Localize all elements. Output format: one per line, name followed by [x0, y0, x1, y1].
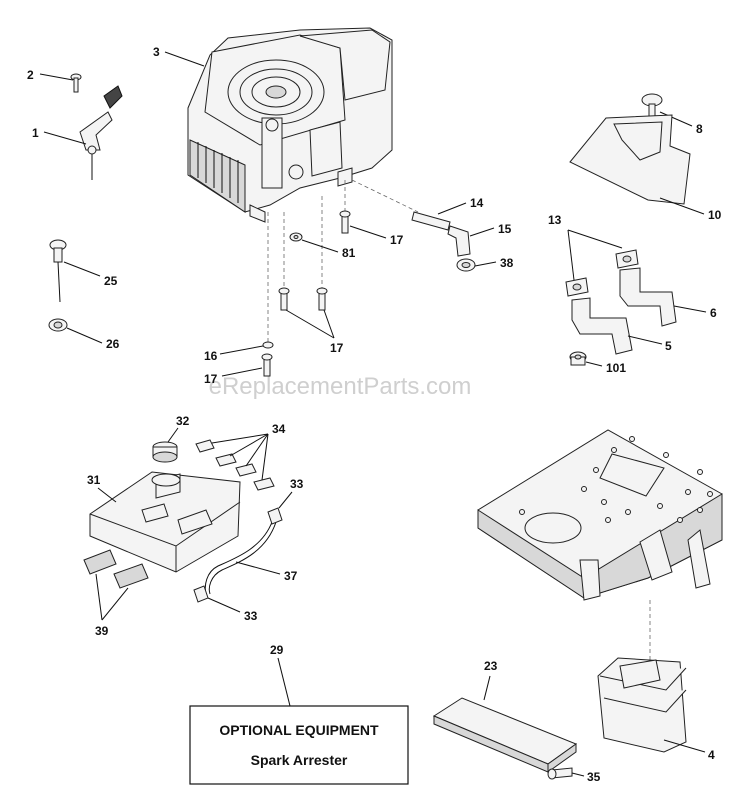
optional-equipment-box	[189, 705, 409, 785]
callout-32: 32	[176, 414, 190, 428]
callout-33-upper: 33	[290, 477, 304, 491]
callout-81: 81	[342, 246, 356, 260]
clamp-33-upper[interactable]	[267, 507, 283, 525]
air-cleaner-31-part[interactable]	[89, 471, 241, 573]
screw-35-part[interactable]	[547, 767, 573, 780]
callout-33-lower: 33	[244, 609, 258, 623]
callout-34: 34	[272, 422, 286, 436]
screw-8-part[interactable]	[641, 93, 663, 117]
callout-26: 26	[106, 337, 120, 351]
exhaust-pipe-5-part[interactable]	[571, 297, 633, 355]
callout-15: 15	[498, 222, 512, 236]
callout-5: 5	[665, 339, 672, 353]
callout-17-lower: 17	[204, 372, 218, 386]
callout-16: 16	[204, 349, 218, 363]
optional-equipment-title: OPTIONAL EQUIPMENT	[219, 722, 379, 738]
gasket-13-lower[interactable]	[565, 277, 589, 297]
callout-17-upper: 17	[390, 233, 404, 247]
bolt-17-lower[interactable]	[261, 353, 273, 377]
callout-3: 3	[153, 45, 160, 59]
spark-arrester-23-part[interactable]	[432, 697, 578, 773]
nut-101-part[interactable]	[569, 351, 587, 366]
callout-10: 10	[708, 208, 722, 222]
callout-37: 37	[284, 569, 298, 583]
clamp-33-lower[interactable]	[193, 585, 209, 603]
gasket-13-upper[interactable]	[615, 249, 639, 269]
elbow-15-part[interactable]	[447, 225, 471, 257]
engine-part[interactable]	[187, 27, 393, 223]
washer-16[interactable]	[262, 341, 274, 349]
callout-38: 38	[500, 256, 514, 270]
callout-35: 35	[587, 770, 601, 784]
callout-17-middle: 17	[330, 341, 344, 355]
callout-23: 23	[484, 659, 498, 673]
callout-29: 29	[270, 643, 284, 657]
watermark-text: eReplacementParts.com	[209, 373, 472, 400]
muffler-4-part[interactable]	[597, 657, 687, 753]
callout-4: 4	[708, 748, 715, 762]
engine-mounting-plate[interactable]	[477, 429, 723, 601]
heat-shield-10-part[interactable]	[569, 114, 691, 205]
throttle-control-part[interactable]	[79, 85, 123, 180]
screw-2[interactable]	[70, 73, 82, 93]
dipstick-part[interactable]	[49, 239, 67, 303]
callout-25: 25	[104, 274, 118, 288]
callout-31: 31	[87, 473, 101, 487]
bushing-26-part[interactable]	[48, 318, 68, 332]
filters-34-part[interactable]	[195, 439, 275, 491]
callout-8: 8	[696, 122, 703, 136]
nut-38-part[interactable]	[456, 258, 476, 272]
hose-37-part[interactable]	[204, 521, 277, 595]
knob-32-part[interactable]	[152, 441, 178, 463]
callout-13: 13	[548, 213, 562, 227]
callout-6: 6	[710, 306, 717, 320]
bolts-17-middle[interactable]	[278, 287, 328, 311]
callout-101: 101	[606, 361, 626, 375]
callout-14: 14	[470, 196, 484, 210]
optional-equipment-subtitle: Spark Arrester	[251, 752, 348, 768]
exhaust-pipe-6-part[interactable]	[619, 267, 677, 327]
foam-39-part[interactable]	[83, 549, 149, 589]
callout-39: 39	[95, 624, 109, 638]
callout-2: 2	[27, 68, 34, 82]
bolt-17-upper[interactable]	[339, 210, 351, 234]
nipple-14-part[interactable]	[411, 211, 451, 231]
washer-81[interactable]	[289, 232, 303, 242]
callout-1: 1	[32, 126, 39, 140]
